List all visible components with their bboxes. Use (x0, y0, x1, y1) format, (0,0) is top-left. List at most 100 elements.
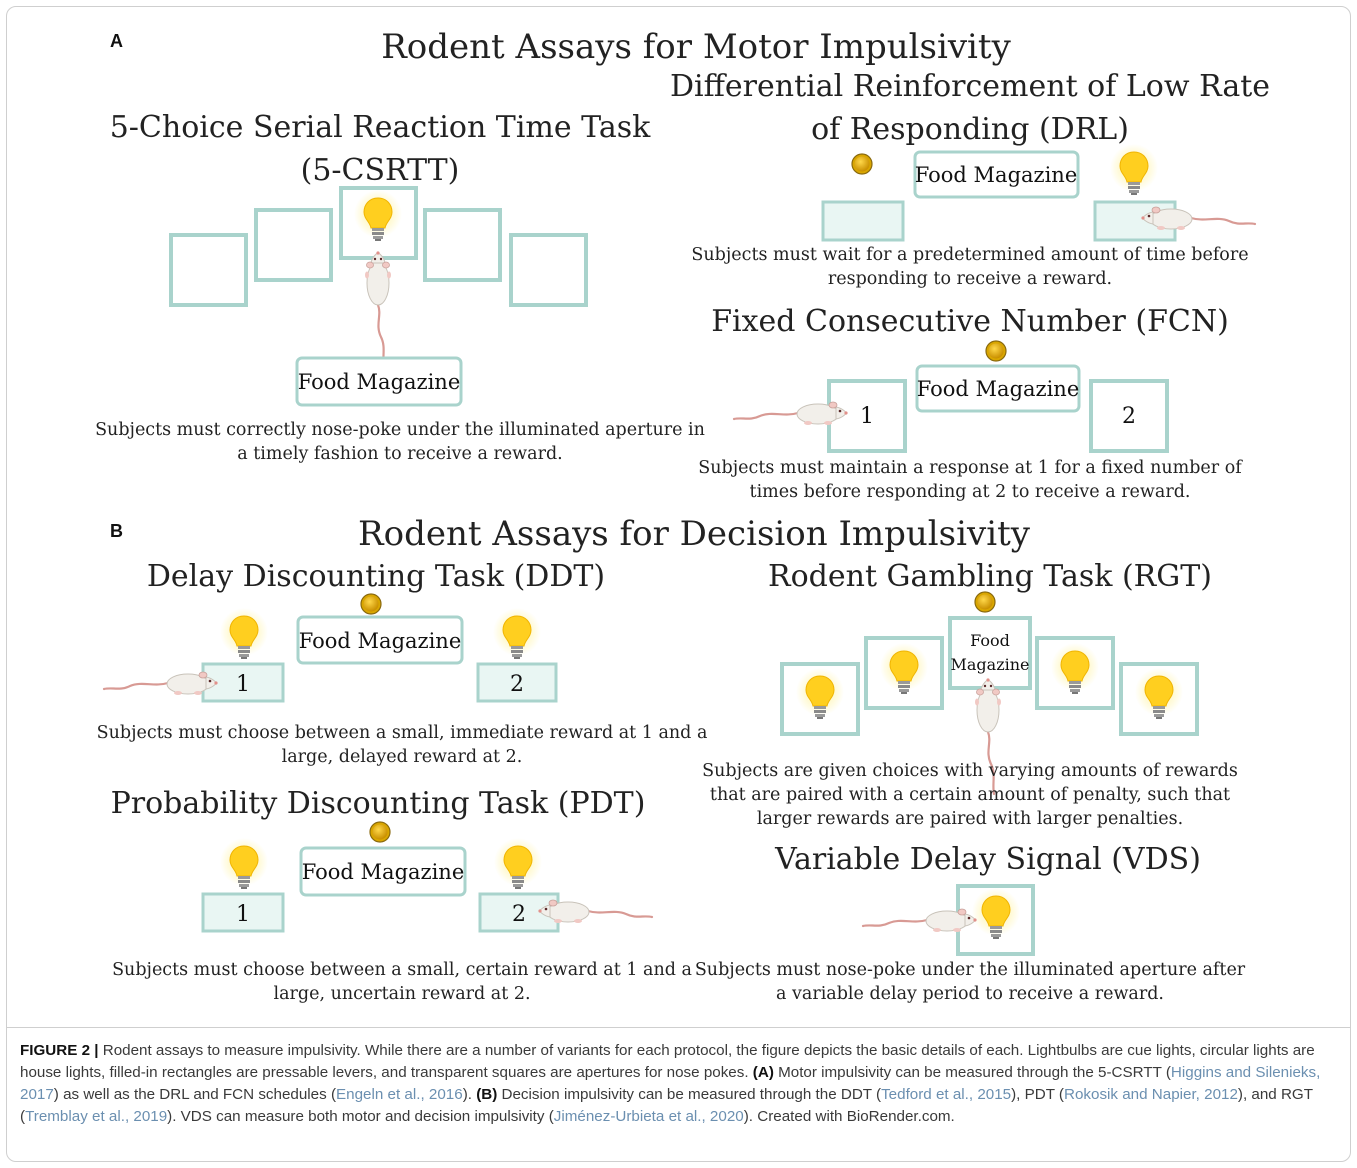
panel-a-letter: A (110, 31, 123, 51)
fcn-aperture-2-label: 2 (1122, 404, 1136, 429)
figure-caption: FIGURE 2 | Rodent assays to measure impu… (20, 1040, 1340, 1128)
fcn-aperture-1-label: 1 (860, 404, 874, 429)
panel-a-title: Rodent Assays for Motor Impulsivity (381, 27, 1011, 67)
drl-title-line2: of Responding (DRL) (811, 112, 1129, 147)
caption-text: ), PDT ( (1011, 1086, 1064, 1103)
rgt-title: Rodent Gambling Task (RGT) (768, 559, 1212, 594)
pdt-description-line1: Subjects must choose between a small, ce… (112, 960, 692, 980)
ddt-lever-2-label: 2 (510, 672, 524, 697)
lightbulb-icon (1134, 667, 1184, 720)
drl-lever-1 (821, 200, 905, 242)
rgt-food-magazine (948, 616, 1032, 690)
fcn-food-magazine (915, 364, 1081, 413)
csrtt-food-magazine (295, 356, 463, 407)
caption-text: ), and RGT ( (20, 1086, 1313, 1125)
ddt-lever-2 (476, 662, 558, 703)
vds-description-line2: a variable delay period to receive a rew… (776, 984, 1164, 1004)
citation-link[interactable]: Tremblay et al., 2019 (25, 1108, 168, 1125)
vds-title: Variable Delay Signal (VDS) (774, 842, 1201, 877)
fcn-description-line1: Subjects must maintain a response at 1 f… (698, 458, 1243, 478)
ddt-food-magazine-label: Food Magazine (299, 629, 462, 653)
caption-panel-b-label: (B) (476, 1086, 498, 1103)
figure-frame (6, 6, 1351, 1162)
rat-icon (102, 670, 219, 697)
citation-link[interactable]: Rokosik and Napier, 2012 (1063, 1086, 1238, 1103)
ddt-food-magazine (296, 615, 464, 665)
ddt-lever-1-label: 1 (236, 672, 250, 697)
fcn-aperture-2 (1089, 379, 1169, 453)
caption-text: Decision impulsivity can be measured thr… (497, 1086, 882, 1103)
rgt-aperture-3 (1035, 636, 1115, 710)
figure-artwork: A Rodent Assays for Motor Impulsivity 5-… (95, 27, 1270, 1004)
csrtt-title-line1: 5-Choice Serial Reaction Time Task (110, 110, 651, 145)
csrtt-aperture-2 (254, 208, 333, 282)
lightbulb-icon (219, 607, 269, 660)
citation-link[interactable]: Tedford et al., 2015 (881, 1086, 1012, 1103)
rgt-aperture-2 (864, 636, 944, 710)
rat-icon (363, 250, 393, 369)
ddt-description-line2: large, delayed reward at 2. (282, 747, 523, 767)
rat-icon (1140, 205, 1257, 232)
pdt-lever-1-label: 1 (236, 902, 250, 927)
panel-b-letter: B (110, 521, 123, 541)
house-light-icon (985, 340, 1007, 362)
citation-link[interactable]: Higgins and Silenieks, 2017 (20, 1064, 1321, 1103)
rgt-description-line3: larger rewards are paired with larger pe… (757, 809, 1183, 829)
lightbulb-icon (493, 837, 543, 890)
caption-text: ). (462, 1086, 477, 1103)
house-light-icon (974, 591, 996, 613)
rgt-food-magazine-label-line1: Food (970, 631, 1010, 650)
caption-label: FIGURE 2 | (20, 1042, 99, 1059)
drl-title-line1: Differential Reinforcement of Low Rate (670, 69, 1270, 104)
caption-text: Motor impulsivity can be measured throug… (773, 1064, 1171, 1081)
rgt-aperture-4 (1119, 662, 1199, 736)
lightbulb-icon (795, 667, 845, 720)
citation-link[interactable]: Engeln et al., 2016 (336, 1086, 463, 1103)
lightbulb-icon (971, 887, 1021, 940)
rgt-description-line1: Subjects are given choices with varying … (702, 761, 1238, 781)
rgt-food-magazine-label-line2: Magazine (950, 655, 1029, 674)
pdt-description-line2: large, uncertain reward at 2. (273, 984, 530, 1004)
csrtt-description-line1: Subjects must correctly nose-poke under … (95, 420, 705, 440)
caption-text: ) as well as the DRL and FCN schedules ( (53, 1086, 337, 1103)
house-light-icon (851, 153, 873, 175)
caption-text: ). VDS can measure both motor and decisi… (167, 1108, 554, 1125)
lightbulb-icon (1050, 642, 1100, 695)
ddt-title: Delay Discounting Task (DDT) (147, 559, 605, 594)
ddt-description-line1: Subjects must choose between a small, im… (97, 723, 708, 743)
rgt-aperture-1 (780, 662, 860, 736)
fcn-title: Fixed Consecutive Number (FCN) (711, 304, 1229, 339)
rat-icon (861, 907, 978, 934)
caption-panel-a-label: (A) (752, 1064, 774, 1081)
caption-text: ). Created with BioRender.com. (743, 1108, 955, 1125)
fcn-description-line2: times before responding at 2 to receive … (750, 482, 1191, 502)
drl-description-line1: Subjects must wait for a predetermined a… (691, 245, 1248, 265)
csrtt-aperture-1 (169, 233, 248, 307)
csrtt-description-line2: a timely fashion to receive a reward. (237, 444, 562, 464)
lightbulb-icon (879, 642, 929, 695)
lightbulb-icon (353, 189, 403, 242)
drl-lever-2 (1093, 200, 1177, 242)
csrtt-food-magazine-label: Food Magazine (298, 370, 461, 394)
lightbulb-icon (219, 837, 269, 890)
pdt-lever-1 (201, 892, 285, 933)
house-light-icon (360, 593, 382, 615)
drl-description-line2: responding to receive a reward. (828, 269, 1112, 289)
citation-link[interactable]: Jiménez-Urbieta et al., 2020 (553, 1108, 744, 1125)
csrtt-aperture-4 (423, 208, 502, 282)
rat-icon (537, 898, 654, 925)
rgt-description-line2: that are paired with a certain amount of… (710, 785, 1230, 805)
fcn-food-magazine-label: Food Magazine (917, 377, 1080, 401)
drl-food-magazine-label: Food Magazine (915, 163, 1078, 187)
drl-food-magazine (913, 150, 1080, 199)
pdt-title: Probability Discounting Task (PDT) (111, 786, 646, 821)
lightbulb-icon (1109, 143, 1159, 196)
lightbulb-icon (492, 607, 542, 660)
vds-description-line1: Subjects must nose-poke under the illumi… (695, 960, 1246, 980)
rat-icon (732, 400, 849, 427)
panel-b-title: Rodent Assays for Decision Impulsivity (358, 514, 1031, 554)
csrtt-aperture-5 (509, 233, 588, 307)
pdt-food-magazine-label: Food Magazine (302, 860, 465, 884)
caption-divider (6, 1027, 1351, 1028)
pdt-lever-2-label: 2 (512, 902, 526, 927)
